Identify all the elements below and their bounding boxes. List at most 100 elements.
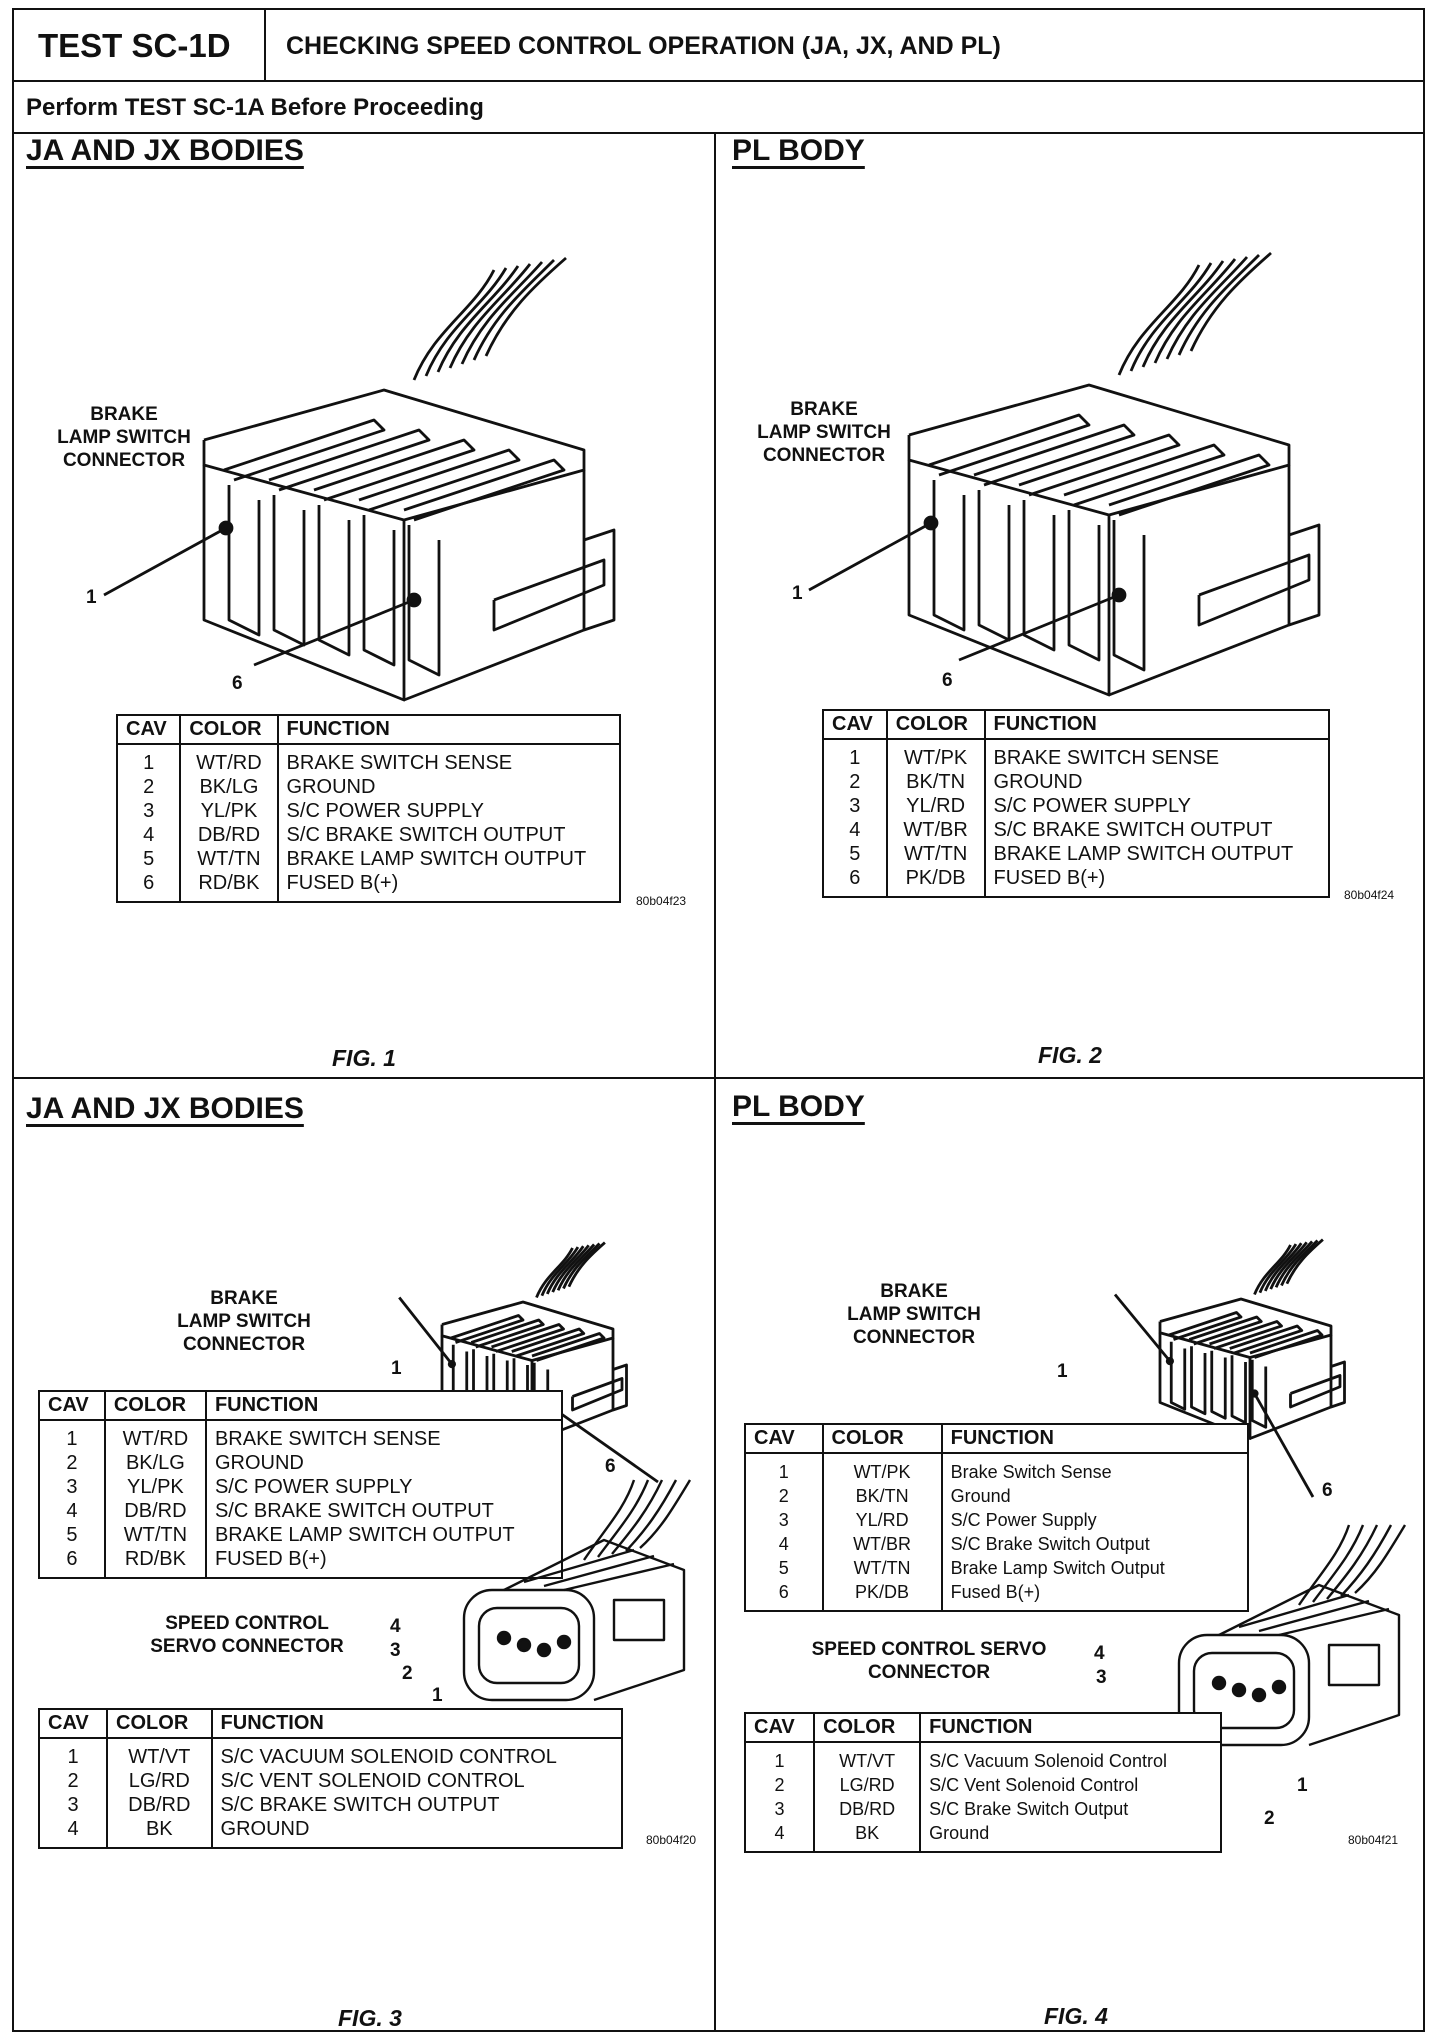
cell-cav: 3 [745, 1508, 824, 1532]
cell-cav: 5 [745, 1556, 824, 1580]
connector-wire [540, 1246, 580, 1297]
col-color: COLOR [107, 1709, 213, 1739]
brake-connector-body [1113, 1238, 1346, 1498]
connector-slot [1209, 1320, 1283, 1350]
connector-wire [1153, 258, 1237, 364]
fig3-code: 80b04f20 [646, 1833, 697, 1847]
connector-outline [1197, 553, 1311, 627]
fig3-pin-label-1: 1 [391, 1358, 402, 1379]
fig2-caption: FIG. 2 [1038, 1042, 1102, 1068]
fig3-caption: FIG. 3 [338, 2005, 402, 2031]
cell-function: FUSED B(+) [214, 1548, 327, 1570]
connector-slot [403, 458, 566, 522]
fig1-pin-label-6: 6 [232, 673, 243, 694]
cell-function: BRAKE LAMP SWITCH OUTPUT [286, 848, 587, 870]
cell-color: WT/BR [886, 818, 986, 842]
fig3-pin-label-6: 6 [605, 1456, 616, 1477]
cell-color: YL/PK [104, 1475, 207, 1499]
col-cav: CAV [39, 1391, 106, 1421]
fig1-connector-label: BRAKE LAMP SWITCH CONNECTOR [57, 404, 191, 471]
quadrant-divider-vertical [714, 134, 716, 2032]
servo-connector-body [1177, 1524, 1407, 1747]
connector-slot [531, 1332, 606, 1362]
servo-rib [563, 1562, 675, 1592]
connector-outline [1249, 1335, 1333, 1440]
cell-cav: 1 [117, 744, 182, 775]
servo-rib [543, 1554, 655, 1588]
col-cav: CAV [39, 1709, 109, 1739]
col-cav: CAV [823, 710, 888, 740]
cell-function: S/C VENT SOLENOID CONTROL [220, 1770, 525, 1792]
fig3-connector-label: BRAKE LAMP SWITCH CONNECTOR [177, 1288, 311, 1355]
connector-outline [1289, 1374, 1342, 1409]
connector-wire [597, 1479, 650, 1558]
brake-connector-body [103, 256, 616, 702]
servo-pin-dot [556, 1634, 572, 1650]
servo-rib [1278, 1607, 1390, 1637]
connector-wire [567, 1241, 606, 1288]
connector-wire [1129, 262, 1213, 372]
connector-slot [928, 413, 1091, 477]
fig4-pin-label-1: 1 [1057, 1361, 1068, 1382]
connector-slot [491, 1323, 565, 1353]
connector-wire [1189, 251, 1272, 352]
cell-cav: 3 [823, 794, 888, 818]
cell-function: S/C BRAKE SWITCH OUTPUT [220, 1794, 500, 1816]
connector-slot [1249, 1329, 1324, 1359]
cell-color: WT/PK [822, 1453, 943, 1484]
test-sheet: TEST SC-1D CHECKING SPEED CONTROL OPERAT… [12, 8, 1425, 2032]
cell-cav: 4 [39, 1817, 109, 1848]
servo-face [1177, 1633, 1311, 1747]
connector-wire [611, 1479, 664, 1555]
cell-color: YL/PK [180, 799, 279, 823]
cell-color: WT/TN [180, 847, 279, 871]
sheet-header: TEST SC-1D CHECKING SPEED CONTROL OPERAT… [14, 10, 1423, 82]
cell-function: BRAKE LAMP SWITCH OUTPUT [214, 1524, 515, 1546]
pin-leader-6 [253, 598, 415, 667]
connector-wire [436, 265, 520, 373]
cell-color: LG/RD [107, 1769, 213, 1793]
connector-outline [1108, 465, 1291, 697]
col-function: FUNCTION [984, 710, 1329, 740]
fig1-pin-label-1: 1 [86, 587, 97, 608]
connector-outline [492, 558, 606, 632]
col-color: COLOR [180, 715, 279, 745]
table-header: CAV COLOR FUNCTION [39, 1391, 562, 1421]
servo-rib [1238, 1593, 1350, 1629]
connector-cavity [1190, 1346, 1207, 1416]
cell-color: WT/RD [180, 744, 279, 775]
connector-wire [551, 1244, 590, 1293]
fig4-servo-pin-2: 2 [1264, 1808, 1275, 1829]
cell-function: GROUND [214, 1452, 304, 1474]
cell-color: BK [107, 1817, 213, 1848]
fig3-servo-pin-3: 3 [390, 1640, 401, 1661]
connector-wire [556, 1243, 596, 1291]
connector-cavity [1112, 520, 1146, 672]
connector-slot [1229, 1324, 1304, 1355]
cell-cav: 6 [39, 1547, 106, 1578]
cell-cav: 2 [823, 770, 888, 794]
cell-color: DB/RD [104, 1499, 207, 1523]
cell-cav: 5 [39, 1523, 106, 1547]
connector-wire [1312, 1524, 1365, 1603]
connector-cavity [1230, 1355, 1247, 1425]
connector-cavity [1210, 1350, 1227, 1420]
fig3-servo-pin-1: 1 [432, 1685, 443, 1706]
cell-function: Fused B(+) [950, 1582, 1041, 1602]
cell-cav: 1 [745, 1742, 816, 1773]
cell-cav: 3 [745, 1797, 816, 1821]
